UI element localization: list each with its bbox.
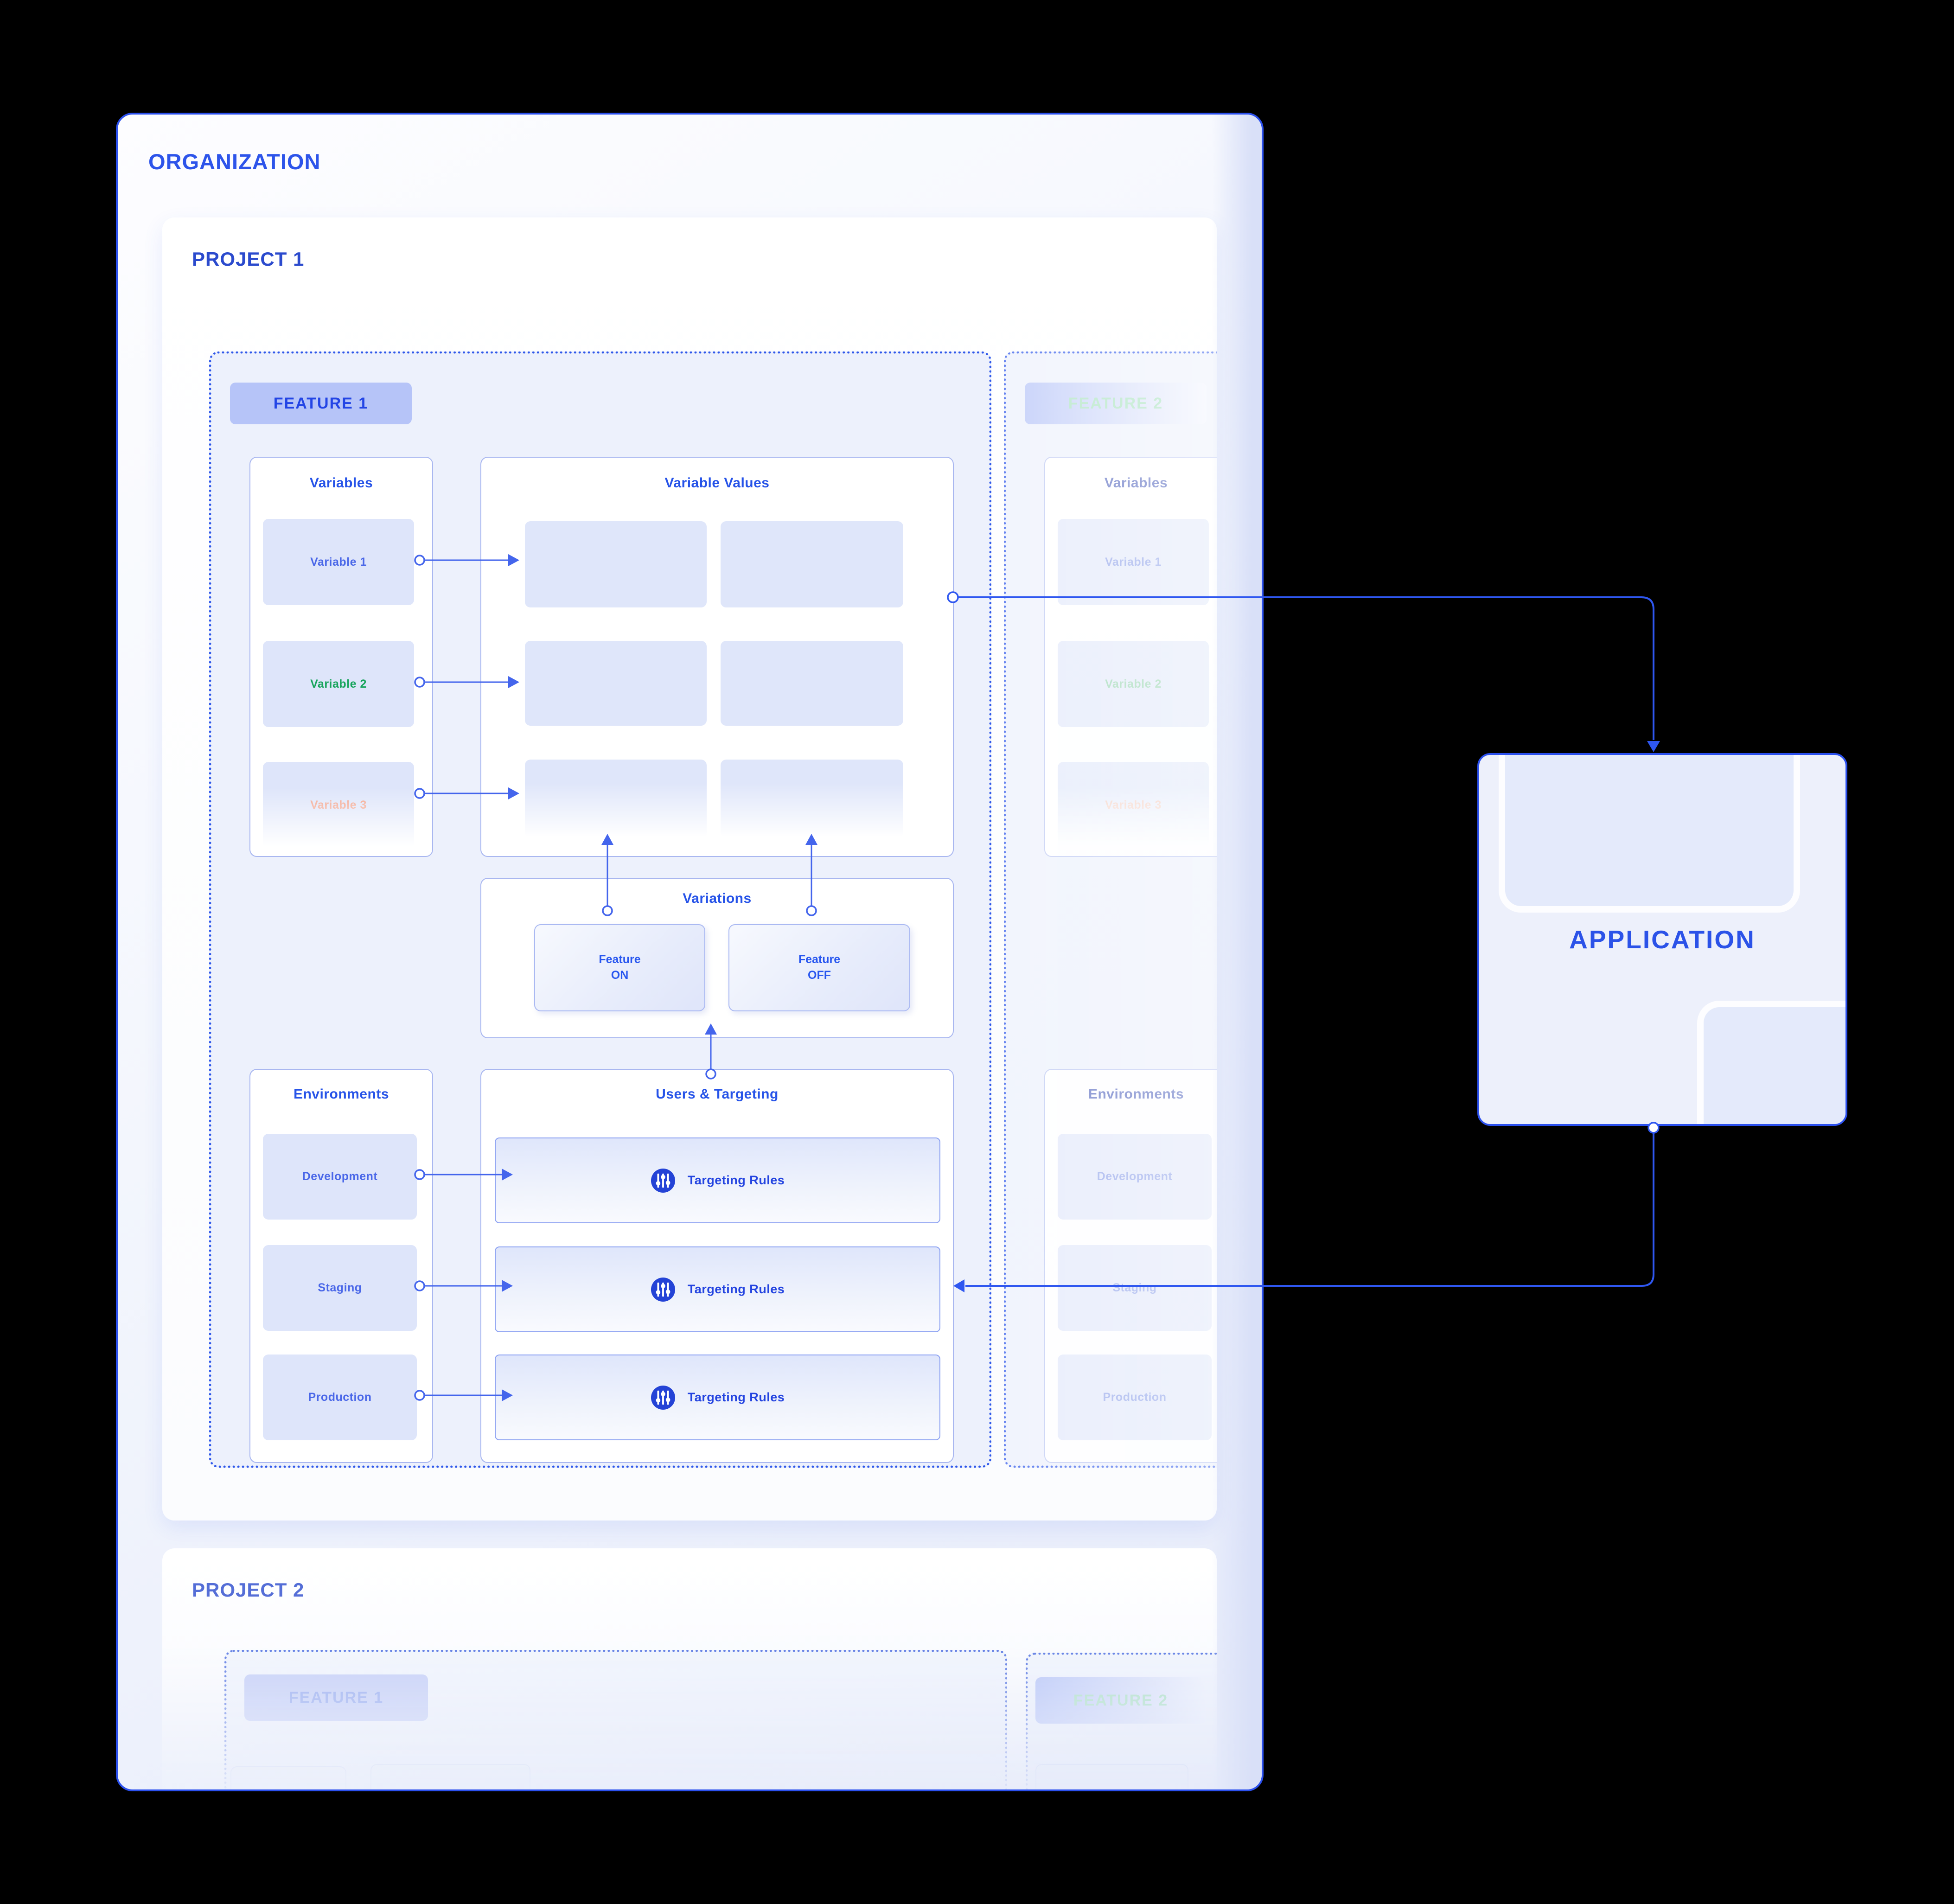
project-2-feature-1-box: FEATURE 1 xyxy=(224,1650,1007,1789)
users-targeting-box: Users & Targeting Targeting Rules Target… xyxy=(480,1069,954,1463)
app-decoration xyxy=(1499,755,1800,913)
environments-title: Environments xyxy=(293,1086,390,1102)
production-chip: Production xyxy=(1058,1355,1212,1440)
environments-title: Environments xyxy=(1088,1086,1184,1102)
variable-2-chip: Variable 2 xyxy=(263,641,414,727)
variables-title: Variables xyxy=(1104,475,1168,491)
feature-2-box: FEATURE 2 Variables Variable 1 Variable … xyxy=(1004,351,1217,1468)
sliders-icon xyxy=(651,1168,675,1193)
project-1-card: PROJECT 1 FEATURE 1 Variables Variable 1… xyxy=(162,217,1217,1521)
targeting-rules-label: Targeting Rules xyxy=(687,1173,785,1187)
variable-values-title: Variable Values xyxy=(664,475,770,491)
targeting-rules-row: Targeting Rules xyxy=(495,1137,940,1223)
development-chip: Development xyxy=(263,1134,417,1220)
targeting-rules-row: Targeting Rules xyxy=(495,1355,940,1440)
feature-on-card: Feature ON xyxy=(534,924,705,1011)
variable-3-chip: Variable 3 xyxy=(263,762,414,848)
project-1-title: PROJECT 1 xyxy=(192,248,305,270)
feature-1-box: FEATURE 1 Variables Variable 1 Variable … xyxy=(209,351,991,1468)
targeting-rules-row: Targeting Rules xyxy=(495,1246,940,1332)
variables-title: Variables xyxy=(309,475,373,491)
feature-on-line2: ON xyxy=(611,969,629,982)
variations-box: Variations Feature ON Feature OFF xyxy=(480,878,954,1038)
ghost-box xyxy=(1035,1764,1188,1789)
variable-2-chip: Variable 2 xyxy=(1058,641,1209,727)
value-cell xyxy=(721,641,903,726)
value-cell xyxy=(721,521,903,607)
project-2-feature-2-box: FEATURE 2 xyxy=(1026,1653,1217,1789)
feature-1-badge: FEATURE 1 xyxy=(230,383,412,424)
variable-3-chip: Variable 3 xyxy=(1058,762,1209,848)
value-cell xyxy=(525,760,707,838)
application-box: APPLICATION xyxy=(1477,753,1847,1126)
app-decoration xyxy=(1697,1001,1845,1124)
feature-2-badge: FEATURE 2 xyxy=(1025,383,1207,424)
variables-box-feature2: Variables Variable 1 Variable 2 Variable… xyxy=(1044,457,1217,857)
project-2-card: PROJECT 2 FEATURE 1 FEATURE 2 xyxy=(162,1548,1217,1789)
users-targeting-title: Users & Targeting xyxy=(656,1086,779,1102)
project-2-title: PROJECT 2 xyxy=(192,1579,305,1601)
variables-box: Variables Variable 1 Variable 2 Variable… xyxy=(249,457,433,857)
ghost-box xyxy=(230,1766,346,1789)
production-chip: Production xyxy=(263,1355,417,1440)
environments-box: Environments Development Staging Product… xyxy=(249,1069,433,1463)
variations-title: Variations xyxy=(683,891,752,906)
feature-off-line1: Feature xyxy=(798,953,841,966)
staging-chip: Staging xyxy=(263,1245,417,1331)
organization-box: ORGANIZATION PROJECT 1 FEATURE 1 Variabl… xyxy=(116,113,1264,1791)
variable-1-chip: Variable 1 xyxy=(263,519,414,605)
value-cell xyxy=(721,760,903,838)
sliders-icon xyxy=(651,1385,675,1410)
feature-on-line1: Feature xyxy=(599,953,641,966)
environments-box-feature2: Environments Development Staging Product… xyxy=(1044,1069,1217,1463)
feature-off-card: Feature OFF xyxy=(728,924,910,1011)
targeting-rules-label: Targeting Rules xyxy=(687,1390,785,1404)
targeting-rules-label: Targeting Rules xyxy=(687,1282,785,1296)
variable-values-box: Variable Values xyxy=(480,457,954,857)
project-2-feature-1-badge: FEATURE 1 xyxy=(244,1674,428,1721)
project-2-feature-2-badge: FEATURE 2 xyxy=(1035,1677,1206,1724)
staging-chip: Staging xyxy=(1058,1245,1212,1331)
ghost-box xyxy=(370,1764,530,1789)
organization-title: ORGANIZATION xyxy=(148,149,321,174)
value-cell xyxy=(525,521,707,607)
feature-off-line2: OFF xyxy=(808,969,831,982)
organization-right-fade xyxy=(1212,115,1262,1789)
application-title: APPLICATION xyxy=(1569,925,1756,954)
sliders-icon xyxy=(651,1277,675,1302)
value-cell xyxy=(525,641,707,726)
development-chip: Development xyxy=(1058,1134,1212,1220)
variable-1-chip: Variable 1 xyxy=(1058,519,1209,605)
